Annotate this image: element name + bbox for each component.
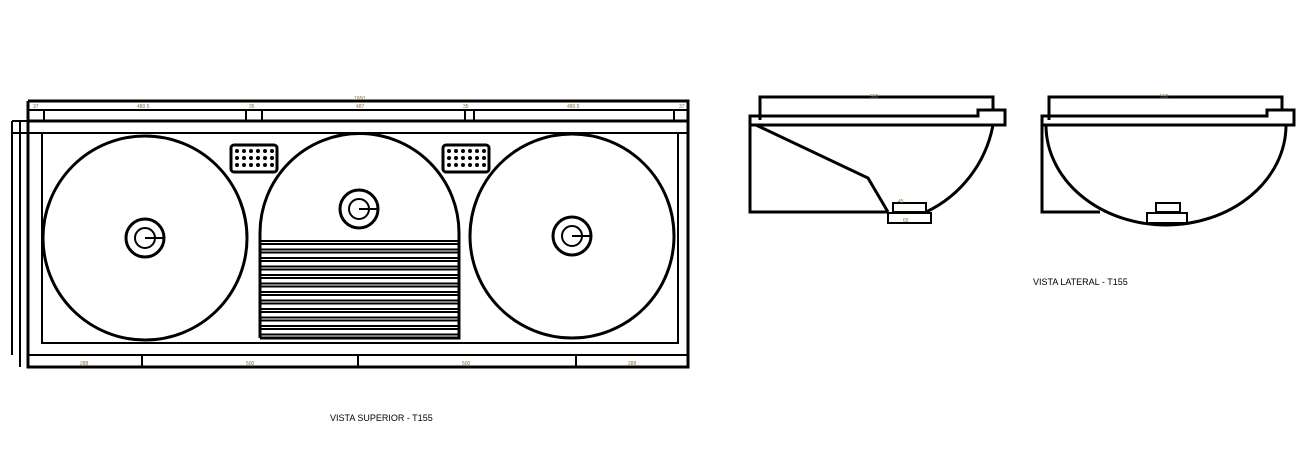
- ridge: [260, 325, 459, 330]
- svg-text:65: 65: [903, 218, 909, 224]
- drain-hole: [242, 163, 246, 167]
- side-view-1: 550 45 65: [748, 94, 1007, 224]
- drain-hole: [263, 149, 267, 153]
- drain-hole: [482, 149, 486, 153]
- drain-hole: [447, 156, 451, 160]
- drain-hole: [270, 163, 274, 167]
- drain-hole: [447, 163, 451, 167]
- bottom-band: [28, 354, 688, 367]
- side-view-title: VISTA LATERAL - T155: [1033, 277, 1128, 287]
- drain-hole: [454, 149, 458, 153]
- svg-text:500: 500: [246, 361, 255, 367]
- drain-hole: [263, 156, 267, 160]
- svg-text:500: 500: [462, 361, 471, 367]
- drain-hole: [235, 149, 239, 153]
- drain-hole: [242, 149, 246, 153]
- drain-left: [124, 217, 166, 259]
- ridge: [260, 291, 459, 296]
- drain-bottom-1: [887, 212, 932, 224]
- drain-hole: [468, 156, 472, 160]
- center-washboard-basin: [258, 132, 461, 340]
- ridge: [260, 333, 459, 339]
- washboard-ridges: [260, 240, 459, 339]
- drain-hole: [461, 156, 465, 160]
- left-dim-lines: [11, 121, 21, 367]
- svg-text:45: 45: [898, 199, 904, 205]
- ridge: [260, 299, 459, 305]
- ridge: [260, 248, 459, 254]
- drain-hole: [249, 149, 253, 153]
- svg-text:35: 35: [249, 104, 255, 110]
- drain-hole: [468, 163, 472, 167]
- drain-hole: [235, 163, 239, 167]
- drain-hole: [263, 163, 267, 167]
- drain-hole: [256, 156, 260, 160]
- drain-hole: [475, 149, 479, 153]
- svg-text:550: 550: [1160, 94, 1169, 100]
- ridge: [260, 257, 459, 262]
- svg-text:480.5: 480.5: [137, 104, 150, 110]
- ridge: [260, 240, 459, 245]
- drain-hole: [475, 163, 479, 167]
- drain-hole: [256, 149, 260, 153]
- top-view: 37 480.5 35 487 35 480.5 37 1650 288 500 500 288…: [11, 96, 690, 423]
- drain-hole: [482, 163, 486, 167]
- svg-text:288: 288: [628, 361, 637, 367]
- svg-text:288: 288: [80, 361, 89, 367]
- svg-text:480.5: 480.5: [567, 104, 580, 110]
- ridge: [260, 316, 459, 322]
- svg-text:37: 37: [33, 104, 39, 110]
- soap-dishes: [229, 143, 491, 174]
- side-profile-1: [748, 95, 1007, 214]
- drain-hole: [447, 149, 451, 153]
- drain-hole: [461, 163, 465, 167]
- band-dividers: [43, 110, 675, 121]
- svg-text:35: 35: [463, 104, 469, 110]
- drain-hole: [468, 149, 472, 153]
- right-sink-bowl: [468, 132, 676, 340]
- ridge: [260, 265, 459, 271]
- soap-dish: [441, 143, 491, 174]
- drain-hole: [249, 156, 253, 160]
- drain-hole: [249, 163, 253, 167]
- drain-hole: [454, 156, 458, 160]
- svg-text:550: 550: [870, 94, 879, 100]
- ridge: [260, 282, 459, 288]
- drain-hole: [235, 156, 239, 160]
- svg-text:1650: 1650: [354, 96, 365, 102]
- drain-hole: [454, 163, 458, 167]
- drain-hole: [242, 156, 246, 160]
- top-view-title: VISTA SUPERIOR - T155: [330, 413, 433, 423]
- drain-hole: [461, 149, 465, 153]
- drain-hole: [475, 156, 479, 160]
- drain-top-2: [1155, 202, 1181, 213]
- left-sink-bowl: [41, 134, 249, 342]
- svg-text:487: 487: [356, 104, 365, 110]
- drain-bottom-2: [1146, 212, 1188, 224]
- side-profile-2: [1040, 95, 1296, 227]
- drain-right: [551, 215, 593, 257]
- soap-dish: [229, 143, 279, 174]
- ridge: [260, 274, 459, 279]
- drain-hole: [270, 149, 274, 153]
- svg-text:37: 37: [679, 104, 685, 110]
- side-view-2: 550 VISTA LATERAL - T155: [1033, 94, 1296, 287]
- ridge: [260, 308, 459, 313]
- drain-hole: [256, 163, 260, 167]
- drain-hole: [482, 156, 486, 160]
- drain-hole: [270, 156, 274, 160]
- drain-center: [338, 188, 380, 230]
